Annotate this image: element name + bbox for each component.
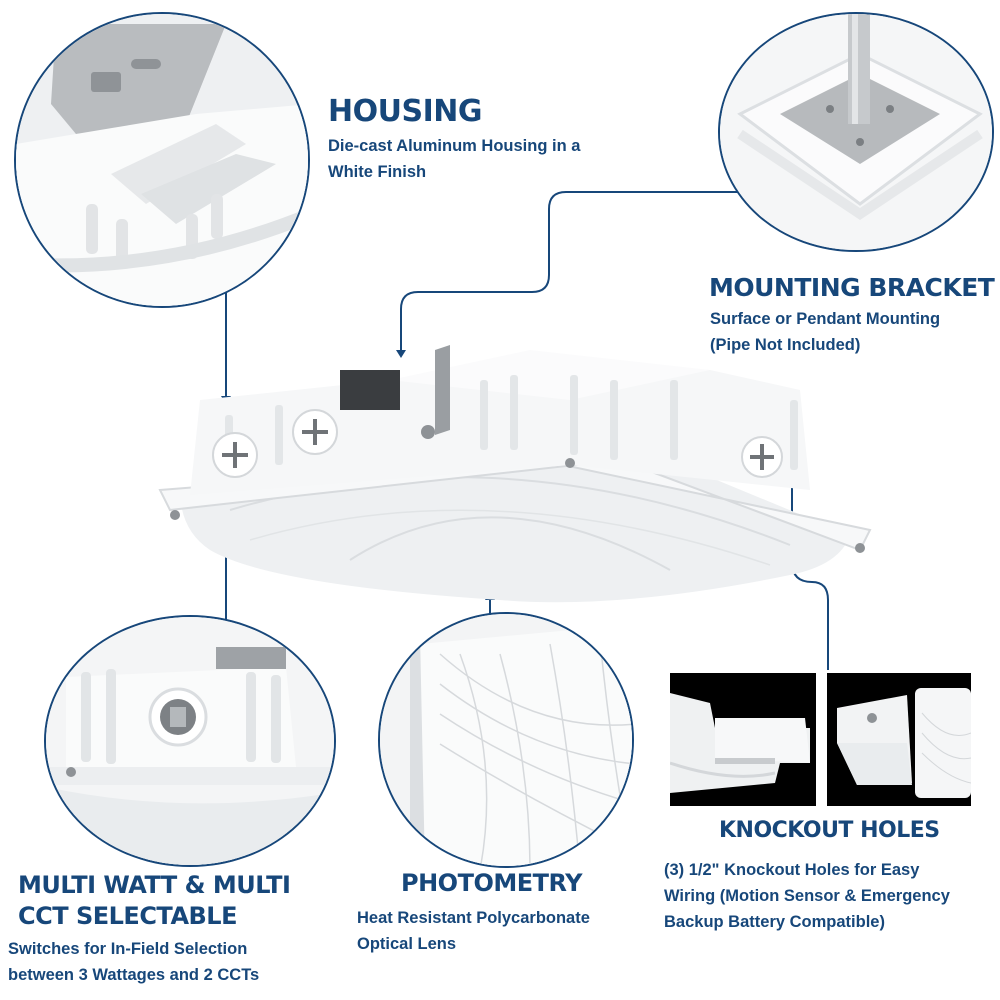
knockout-plug-left [212,432,258,478]
knockout-left-photo [670,673,816,806]
switches-detail-image [44,615,336,867]
main-product-image [158,345,872,603]
housing-title: HOUSING [328,94,482,129]
knockout-right-photo [827,673,971,806]
mounting-bracket-detail-image [718,12,994,252]
mounting-bracket-title: MOUNTING BRACKET [709,273,995,302]
photometry-title: PHOTOMETRY [401,869,583,897]
photometry-detail-image [378,612,634,868]
housing-detail-image [14,12,310,308]
knockout-holes-title: KNOCKOUT HOLES [719,818,940,843]
knockout-plug-middle [292,409,338,455]
mounting-bracket-description: Surface or Pendant Mounting (Pipe Not In… [710,310,941,354]
knockout-holes-description: (3) 1/2" Knockout Holes for Easy Wiring … [664,861,950,931]
multi-watt-title: MULTI WATT & MULTI CCT SELECTABLE [18,871,291,930]
photometry-description: Heat Resistant Polycarbonate Optical Len… [357,909,590,953]
housing-description: Die-cast Aluminum Housing in a White Fin… [328,137,581,181]
knockout-plug-right [741,436,783,478]
multi-watt-description: Switches for In-Field Selection between … [8,940,260,984]
